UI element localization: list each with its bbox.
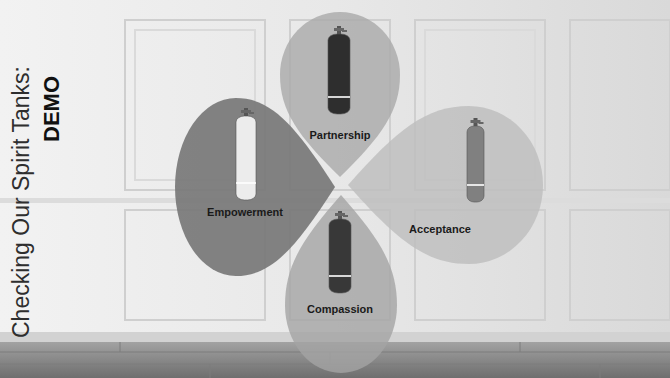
slide-title: Checking Our Spirit Tanks: [8,66,34,338]
label-holder: Empowerment [207,202,283,220]
label-holder: Compassion [307,299,373,317]
tank-illustration [175,98,335,276]
petal-node: Empowerment [175,98,335,276]
tank-icon [328,26,350,114]
petal-label: Acceptance [409,223,471,235]
tank-icon [236,108,256,200]
petal-shape [348,106,543,264]
label-holder: Partnership [309,125,370,143]
vertical-title: Checking Our Spirit Tanks: [6,6,36,338]
vertical-label: DEMO [38,52,66,142]
demo-label: DEMO [39,76,64,142]
petal-node: Acceptance [348,106,543,264]
label-holder: Acceptance [409,219,471,237]
tank-icon [467,118,484,202]
petal-label: Empowerment [207,206,283,218]
petal-label: Partnership [309,129,370,141]
petal-label: Compassion [307,303,373,315]
tank-icon [329,211,351,293]
tank-illustration [348,106,543,264]
